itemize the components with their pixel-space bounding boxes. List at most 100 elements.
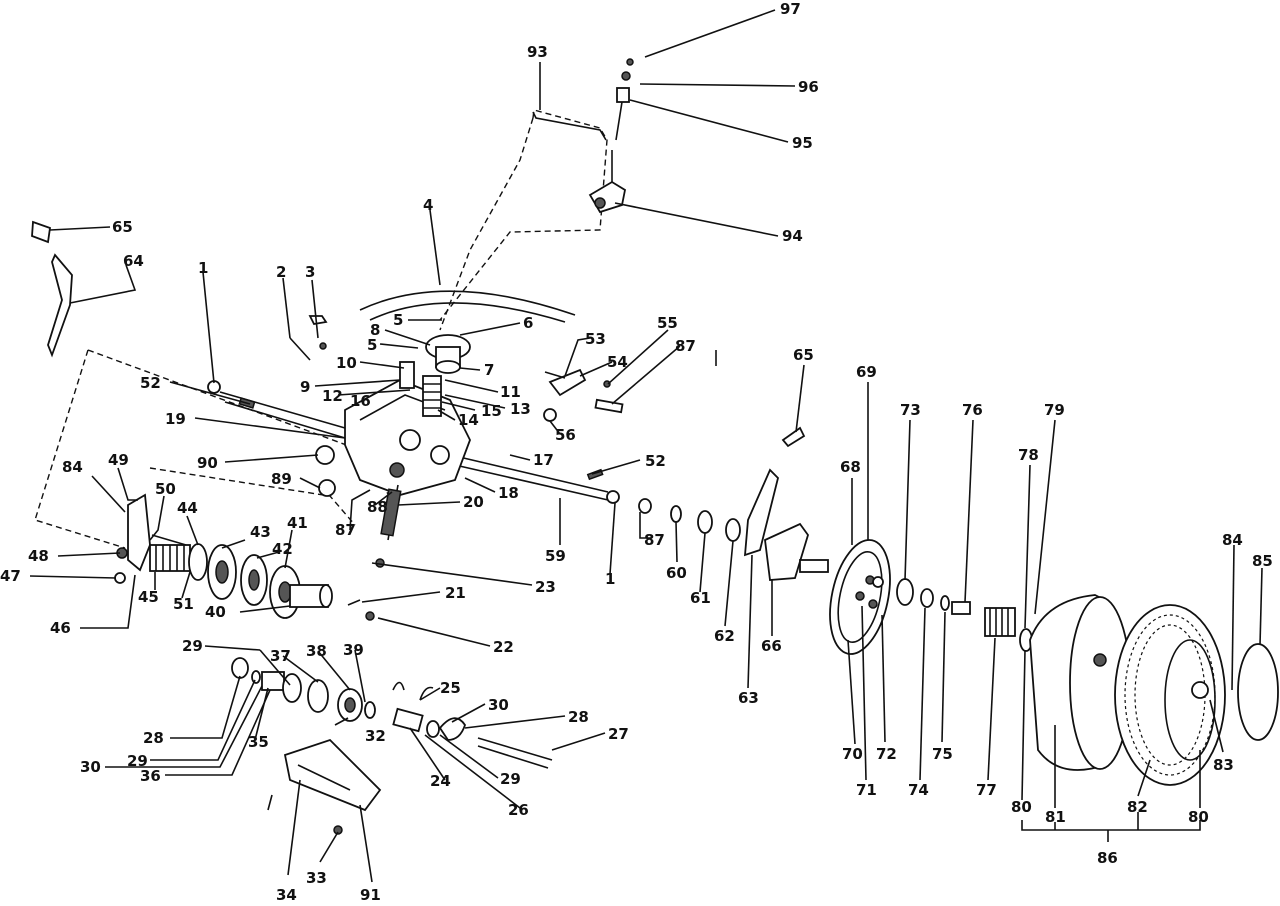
label-91: 91 xyxy=(360,886,381,904)
label-38: 38 xyxy=(306,642,327,660)
label-40: 40 xyxy=(205,603,226,621)
label-87-top: 87 xyxy=(675,337,696,355)
right-side-parts xyxy=(638,426,829,581)
label-28-left: 28 xyxy=(143,729,164,747)
label-80-right: 80 xyxy=(1188,808,1209,826)
label-36: 36 xyxy=(140,767,161,785)
label-84-right: 84 xyxy=(1222,531,1243,549)
label-85: 85 xyxy=(1252,552,1273,570)
label-1-right: 1 xyxy=(605,570,615,588)
label-15: 15 xyxy=(481,402,502,420)
label-5-mid: 5 xyxy=(367,336,377,354)
label-48: 48 xyxy=(28,547,49,565)
label-54: 54 xyxy=(607,353,628,371)
label-26: 26 xyxy=(508,801,529,819)
gearbox-housing xyxy=(308,315,471,541)
label-73: 73 xyxy=(900,401,921,419)
label-3: 3 xyxy=(305,263,315,281)
label-45: 45 xyxy=(138,588,159,606)
label-94: 94 xyxy=(782,227,803,245)
label-20: 20 xyxy=(463,493,484,511)
label-53: 53 xyxy=(585,330,606,348)
label-79: 79 xyxy=(1044,401,1065,419)
label-82: 82 xyxy=(1127,798,1148,816)
label-29-left: 29 xyxy=(127,752,148,770)
label-39: 39 xyxy=(343,641,364,659)
label-88: 88 xyxy=(367,498,388,516)
lever-bracket-53 xyxy=(543,350,717,422)
label-11: 11 xyxy=(500,383,521,401)
label-19: 19 xyxy=(165,410,186,428)
label-29-right: 29 xyxy=(500,770,521,788)
label-51: 51 xyxy=(173,595,194,613)
label-68: 68 xyxy=(840,458,861,476)
label-76: 76 xyxy=(962,401,983,419)
label-69: 69 xyxy=(856,363,877,381)
label-27: 27 xyxy=(608,725,629,743)
label-9: 9 xyxy=(300,378,310,396)
left-drive-gears xyxy=(114,493,385,621)
label-6: 6 xyxy=(523,314,533,332)
control-cable-assembly xyxy=(359,58,634,331)
label-70: 70 xyxy=(842,745,863,763)
label-2: 2 xyxy=(276,263,286,281)
label-71: 71 xyxy=(856,781,877,799)
label-22: 22 xyxy=(493,638,514,656)
label-59: 59 xyxy=(545,547,566,565)
label-87-mid: 87 xyxy=(335,521,356,539)
label-81: 81 xyxy=(1045,808,1066,826)
label-5-top: 5 xyxy=(393,311,403,329)
label-8: 8 xyxy=(370,321,380,339)
label-52-right: 52 xyxy=(645,452,666,470)
label-43: 43 xyxy=(250,523,271,541)
label-14: 14 xyxy=(458,411,479,429)
label-21: 21 xyxy=(445,584,466,602)
label-23: 23 xyxy=(535,578,556,596)
label-60: 60 xyxy=(666,564,687,582)
label-84-left: 84 xyxy=(62,458,83,476)
label-65-right: 65 xyxy=(793,346,814,364)
label-7: 7 xyxy=(484,361,494,379)
label-56: 56 xyxy=(555,426,576,444)
label-52-left: 52 xyxy=(140,374,161,392)
wheel-hub-assembly xyxy=(829,539,1033,655)
label-65-left: 65 xyxy=(112,218,133,236)
label-25: 25 xyxy=(440,679,461,697)
label-37: 37 xyxy=(270,647,291,665)
label-55: 55 xyxy=(657,314,678,332)
label-77: 77 xyxy=(976,781,997,799)
lower-gear-train xyxy=(231,657,553,769)
label-24: 24 xyxy=(430,772,451,790)
label-62: 62 xyxy=(714,627,735,645)
label-74: 74 xyxy=(908,781,929,799)
rear-wheel xyxy=(1029,594,1279,786)
label-4: 4 xyxy=(423,196,433,214)
label-29-top: 29 xyxy=(182,637,203,655)
label-78: 78 xyxy=(1018,446,1039,464)
label-83: 83 xyxy=(1213,756,1234,774)
label-41: 41 xyxy=(287,514,308,532)
label-75: 75 xyxy=(932,745,953,763)
label-18: 18 xyxy=(498,484,519,502)
label-50: 50 xyxy=(155,480,176,498)
label-32: 32 xyxy=(365,727,386,745)
label-61: 61 xyxy=(690,589,711,607)
label-80-left: 80 xyxy=(1011,798,1032,816)
label-46: 46 xyxy=(50,619,71,637)
label-17: 17 xyxy=(533,451,554,469)
label-30-right: 30 xyxy=(488,696,509,714)
label-96: 96 xyxy=(798,78,819,96)
label-35: 35 xyxy=(248,733,269,751)
label-13: 13 xyxy=(510,400,531,418)
label-66: 66 xyxy=(761,637,782,655)
label-10: 10 xyxy=(336,354,357,372)
bottom-cover-plate xyxy=(267,738,382,835)
label-89: 89 xyxy=(271,470,292,488)
label-63: 63 xyxy=(738,689,759,707)
label-72: 72 xyxy=(876,745,897,763)
leader-lines xyxy=(29,9,1263,883)
label-33: 33 xyxy=(306,869,327,887)
label-90: 90 xyxy=(197,454,218,472)
